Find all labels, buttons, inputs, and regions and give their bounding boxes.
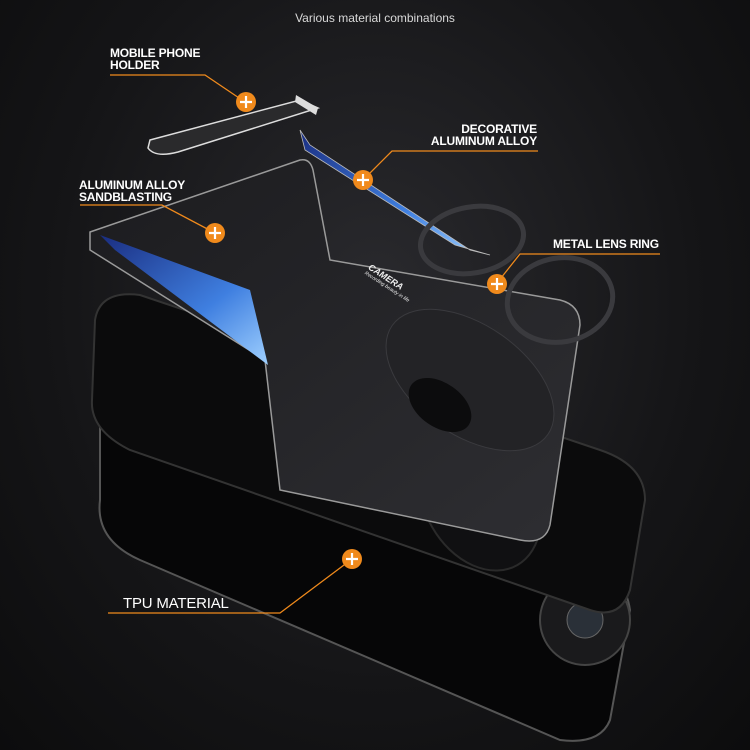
- callout-label: MOBILE PHONE: [110, 46, 201, 60]
- callout-mobile-phone-holder: MOBILE PHONE HOLDER: [110, 47, 200, 71]
- callout-label: HOLDER: [110, 58, 160, 72]
- plus-icon[interactable]: [236, 92, 256, 112]
- callout-label: ALUMINUM ALLOY: [430, 134, 537, 148]
- callout-label: DECORATIVE: [461, 122, 537, 136]
- header-title: Various material combinations: [295, 11, 455, 25]
- callout-aluminum-alloy-sandblasting: ALUMINUM ALLOY SANDBLASTING: [79, 179, 185, 203]
- callout-metal-lens-ring: METAL LENS RING: [553, 237, 659, 251]
- lens-ring: [417, 203, 616, 345]
- callout-label: ALUMINUM ALLOY: [79, 178, 186, 192]
- callout-decorative-aluminum-alloy: DECORATIVE ALUMINUM ALLOY: [398, 123, 537, 147]
- plus-icon[interactable]: [205, 223, 225, 243]
- aluminum-plate: [89, 158, 581, 542]
- phone-holder: [147, 95, 321, 155]
- decorative-strip: [299, 129, 491, 256]
- plus-icon[interactable]: [342, 549, 362, 569]
- callout-leaders: [80, 74, 660, 614]
- callout-label: SANDBLASTING: [79, 190, 172, 204]
- plus-icon[interactable]: [353, 170, 373, 190]
- plus-icon[interactable]: [487, 274, 507, 294]
- callout-tpu-material: TPU MATERIAL: [123, 595, 229, 612]
